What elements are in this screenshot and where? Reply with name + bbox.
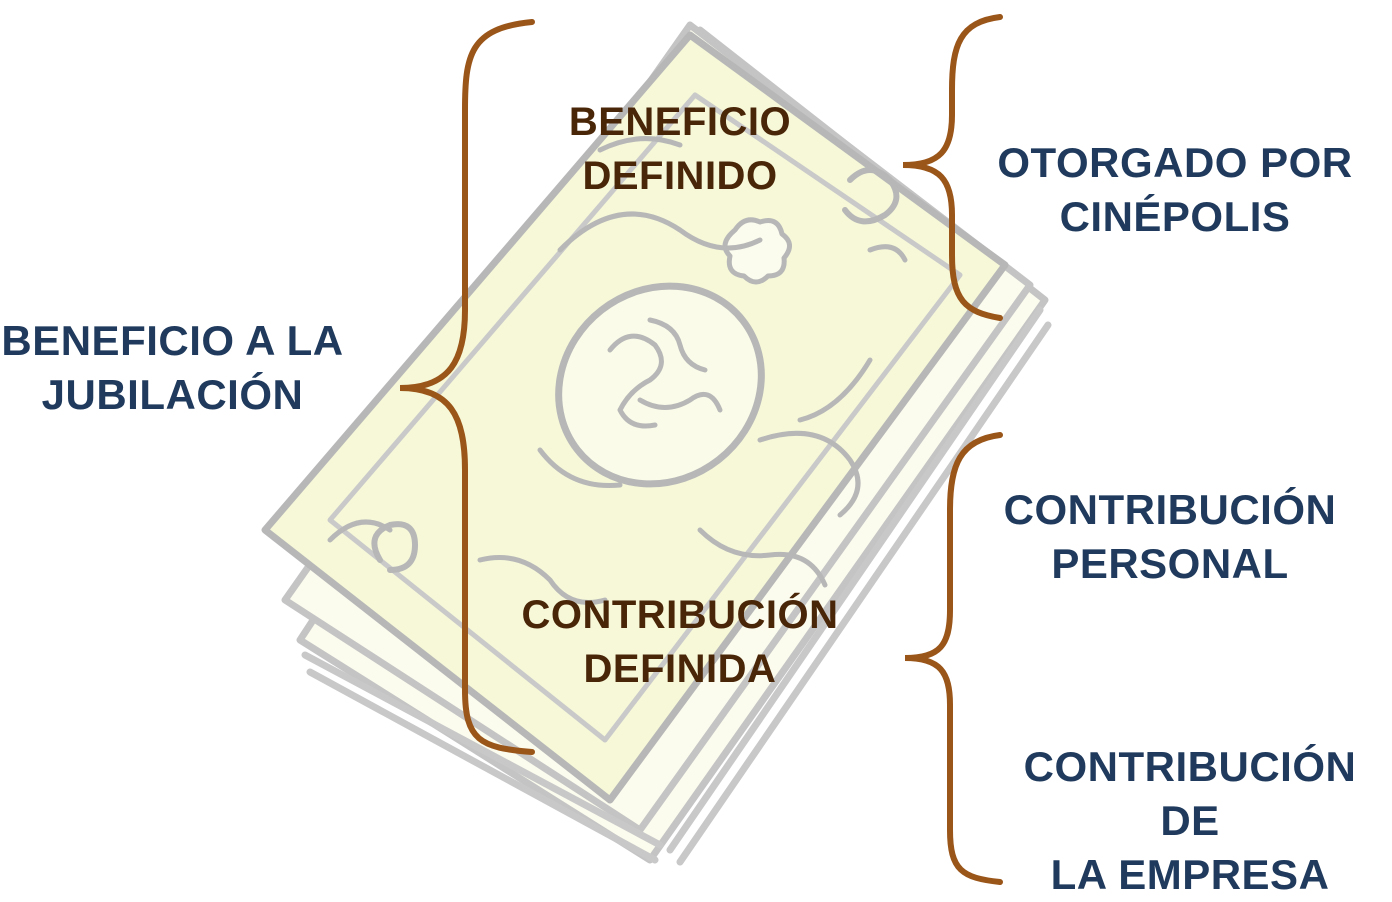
branch-beneficio-definido-label: BENEFICIO DEFINIDO xyxy=(530,95,830,203)
leaf-contribucion-empresa-label: CONTRIBUCIÓN DE LA EMPRESA xyxy=(995,740,1385,902)
root-label-line: BENEFICIO A LA xyxy=(1,317,344,364)
leaf-label-line: PERSONAL xyxy=(1051,540,1289,587)
root-label: BENEFICIO A LA JUBILACIÓN xyxy=(0,314,345,422)
branch-label-line: CONTRIBUCIÓN xyxy=(521,593,839,637)
leaf-label-line: LA EMPRESA xyxy=(1050,851,1330,898)
root-brace xyxy=(399,19,535,755)
leaf-label-line: CONTRIBUCIÓN xyxy=(1003,486,1337,533)
branch-label-line: DEFINIDA xyxy=(583,647,777,691)
leaf-label-line: CINÉPOLIS xyxy=(1059,193,1291,240)
leaf-label-line: CONTRIBUCIÓN DE xyxy=(1023,743,1357,844)
contribucion-definida-brace xyxy=(904,432,1003,885)
beneficio-definido-brace xyxy=(902,14,1003,321)
branch-contribucion-definida-label: CONTRIBUCIÓN DEFINIDA xyxy=(495,588,865,696)
branch-label-line: BENEFICIO xyxy=(568,100,792,144)
leaf-contribucion-personal-label: CONTRIBUCIÓN PERSONAL xyxy=(990,483,1350,591)
leaf-otorgado-label: OTORGADO POR CINÉPOLIS xyxy=(990,136,1360,244)
leaf-label-line: OTORGADO POR xyxy=(997,139,1353,186)
root-label-line: JUBILACIÓN xyxy=(41,371,304,418)
branch-label-line: DEFINIDO xyxy=(582,154,778,198)
